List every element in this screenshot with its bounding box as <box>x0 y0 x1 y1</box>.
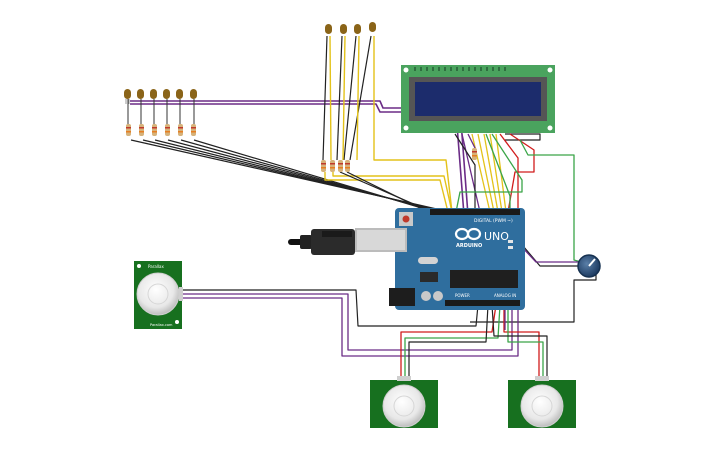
resistor <box>191 124 196 136</box>
wire-yellow <box>373 36 453 213</box>
wire-black <box>346 171 429 213</box>
wire-purple <box>182 293 513 351</box>
resistor <box>152 124 157 136</box>
lcd-display <box>401 65 555 133</box>
wire-yellow <box>329 35 332 161</box>
lcd-header-pins <box>414 67 506 71</box>
wire-black <box>322 35 328 161</box>
led-row-top <box>325 22 376 34</box>
pir-sensor-bottom-2: Parallax Parallax.com <box>502 376 587 428</box>
arduino-uno-board: ARDUINO UNO DIGITAL (PWM ~) POWER ANALOG… <box>288 208 525 310</box>
pir-brand: Parallax <box>502 393 506 407</box>
resistor <box>139 124 144 136</box>
wire-red <box>499 133 519 212</box>
wire-red <box>400 304 497 378</box>
resistor <box>126 124 131 136</box>
wire-yellow <box>356 35 360 161</box>
pir-brand: Parallax <box>364 393 368 407</box>
led <box>137 89 144 99</box>
led <box>176 89 183 99</box>
wire-green <box>519 139 589 265</box>
resistor <box>330 160 335 172</box>
wire-black <box>454 133 476 212</box>
resistor <box>321 160 326 172</box>
wire-purple <box>461 133 481 213</box>
resistor-row-left <box>126 124 196 136</box>
wire-black <box>193 139 436 213</box>
led-row-left <box>124 89 197 125</box>
lcd-screen <box>415 82 541 116</box>
atmega-chip <box>450 270 518 288</box>
led <box>190 89 197 99</box>
wire-yellow <box>483 133 499 213</box>
wire-red <box>507 133 535 213</box>
resistor-row-top <box>321 160 350 172</box>
resistor <box>178 124 183 136</box>
led <box>150 89 157 99</box>
wire-green <box>485 133 511 212</box>
arduino-brand: ARDUINO <box>456 243 482 249</box>
resistor <box>472 148 477 160</box>
wire-black <box>470 270 597 323</box>
wire-green <box>507 305 544 378</box>
wire-purple <box>519 244 580 263</box>
wire-black <box>349 35 372 161</box>
led <box>124 89 131 104</box>
wire-black <box>182 289 479 327</box>
power-jack <box>389 288 415 306</box>
pir-sensor-bottom-1: Parallax Parallax.com <box>364 376 449 428</box>
resistor <box>345 160 350 172</box>
usb-cable <box>288 229 355 255</box>
led <box>163 89 170 99</box>
wire-yellow <box>477 133 495 213</box>
wire-purple <box>130 100 469 216</box>
wire-yellow <box>324 172 449 213</box>
wire-black <box>336 35 343 161</box>
wire-green <box>404 304 501 378</box>
pir-brand: Parallax <box>148 264 164 269</box>
wire-black <box>505 133 541 141</box>
arduino-logo-icon <box>454 227 482 241</box>
led <box>340 24 347 34</box>
wire-purple <box>467 133 477 151</box>
wire-red <box>503 305 540 378</box>
wire-green <box>455 133 523 213</box>
wire-black <box>408 304 489 378</box>
wires <box>130 35 597 378</box>
pir-sensor-left: Parallax Parallax.com <box>134 261 183 329</box>
wire-purple <box>182 297 519 357</box>
wire-yellow <box>342 35 346 161</box>
led <box>325 24 332 34</box>
wire-yellow <box>489 133 503 213</box>
led <box>369 22 376 32</box>
wire-yellow <box>332 172 453 213</box>
wire-purple <box>130 103 465 216</box>
arduino-model: UNO <box>484 230 509 243</box>
wire-black <box>517 239 582 267</box>
potentiometer <box>577 254 601 278</box>
analog-label: ANALOG IN <box>494 293 516 298</box>
power-label: POWER <box>455 293 470 298</box>
digital-label: DIGITAL (PWM ~) <box>474 218 513 224</box>
led <box>354 24 361 34</box>
resistor <box>165 124 170 136</box>
resistor <box>338 160 343 172</box>
pir-site: Parallax.com <box>150 323 173 327</box>
pir-site: Parallax.com <box>445 400 449 423</box>
wire-black <box>491 304 548 378</box>
wire-black <box>339 171 433 213</box>
wire-black <box>343 35 357 161</box>
pir-site: Parallax.com <box>583 400 587 423</box>
